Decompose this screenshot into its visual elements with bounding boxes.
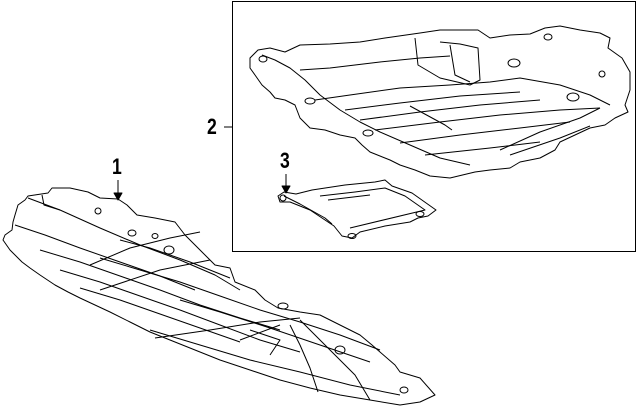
callout-3[interactable]: 3: [280, 148, 290, 173]
leader-lines: [113, 126, 291, 201]
part-2-under-cover[interactable]: [249, 25, 631, 179]
callout-2[interactable]: 2: [207, 114, 217, 139]
arrow-3-icon: [281, 185, 291, 194]
arrow-1-icon: [113, 192, 123, 201]
inset-frame: [232, 1, 636, 252]
part-1-splash-shield[interactable]: [2, 187, 436, 406]
callout-1[interactable]: 1: [112, 154, 122, 179]
part-3-bracket[interactable]: [277, 179, 437, 239]
